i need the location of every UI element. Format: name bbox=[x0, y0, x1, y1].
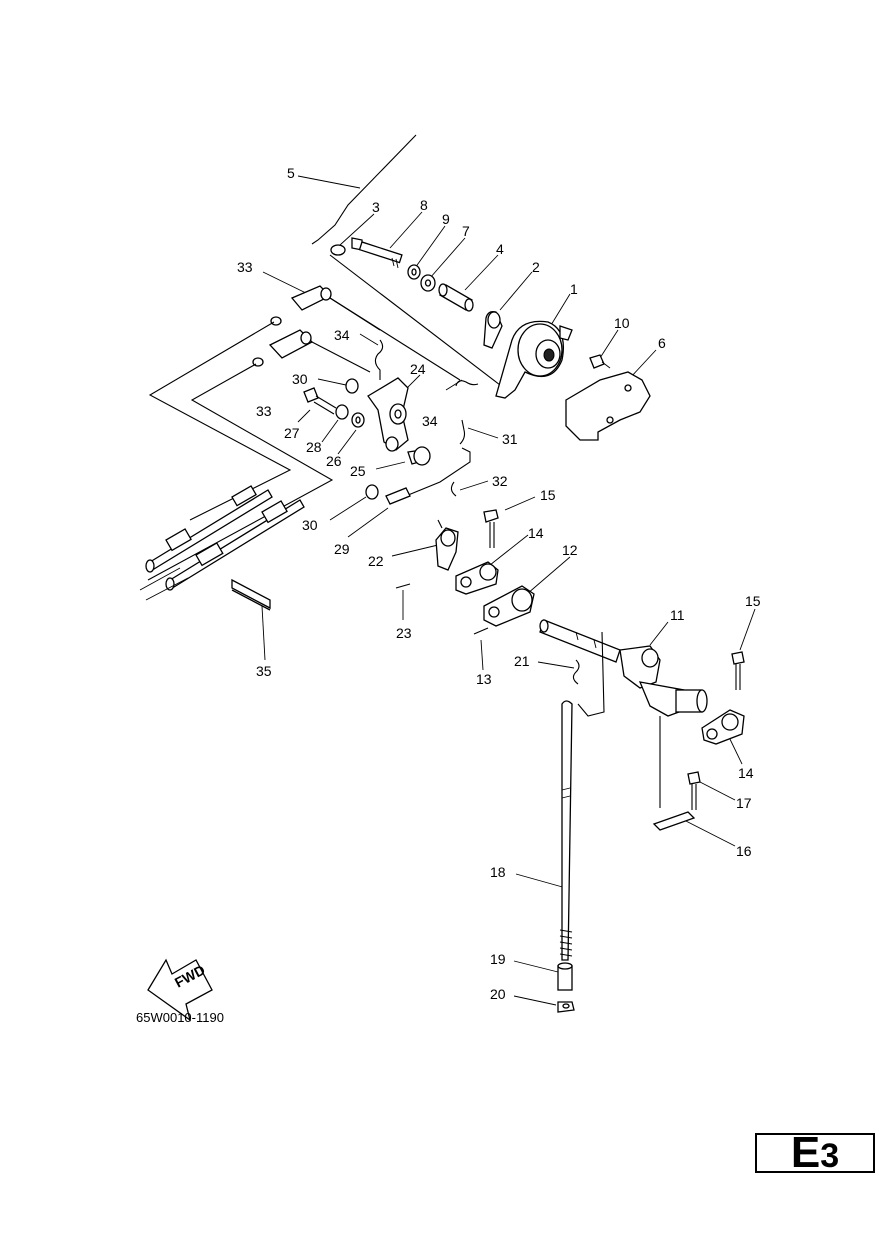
callout-22: 22 bbox=[368, 553, 384, 569]
rod-5 bbox=[311, 134, 417, 245]
callout-35: 35 bbox=[256, 663, 272, 679]
callout-31: 31 bbox=[502, 431, 518, 447]
callout-14a: 14 bbox=[528, 525, 544, 541]
clip-3 bbox=[330, 244, 346, 256]
bracket-6 bbox=[565, 371, 651, 441]
lever-2 bbox=[483, 310, 503, 349]
bracket-lines bbox=[577, 631, 661, 808]
callout-2: 2 bbox=[532, 259, 540, 275]
callout-20: 20 bbox=[490, 986, 506, 1002]
callout-33b: 33 bbox=[256, 403, 272, 419]
callout-10: 10 bbox=[614, 315, 630, 331]
callout-4: 4 bbox=[496, 241, 504, 257]
lever-cam-1 bbox=[495, 320, 573, 399]
callout-9: 9 bbox=[442, 211, 450, 227]
callout-8: 8 bbox=[420, 197, 428, 213]
section-badge: E 3 bbox=[755, 1128, 875, 1177]
callout-17: 17 bbox=[736, 795, 752, 811]
clip-34-upper bbox=[374, 339, 384, 380]
lever-22 bbox=[435, 519, 459, 571]
callout-30b: 30 bbox=[302, 517, 318, 533]
callout-1: 1 bbox=[570, 281, 578, 297]
callout-29: 29 bbox=[334, 541, 350, 557]
shift-rod-18 bbox=[559, 700, 573, 961]
drawing-code: 65W0010-1190 bbox=[136, 1010, 224, 1025]
bolt-10 bbox=[589, 354, 611, 369]
remote-control-cables bbox=[139, 321, 334, 601]
link-lever-24 bbox=[367, 377, 409, 452]
section-letter: E bbox=[790, 1128, 821, 1177]
clip-31 bbox=[459, 419, 466, 445]
shift-rod-crank bbox=[395, 447, 471, 501]
pin-23 bbox=[395, 583, 411, 589]
callout-19: 19 bbox=[490, 951, 506, 967]
plate-16 bbox=[652, 811, 696, 831]
holder-14-lower bbox=[701, 709, 745, 745]
callout-13: 13 bbox=[476, 671, 492, 687]
callout-26: 26 bbox=[326, 453, 342, 469]
callout-18: 18 bbox=[490, 864, 506, 880]
pin-25 bbox=[407, 446, 431, 466]
callout-16: 16 bbox=[736, 843, 752, 859]
leader-lines bbox=[261, 175, 756, 1006]
callout-28: 28 bbox=[306, 439, 322, 455]
callout-labels: 1 2 3 4 5 6 7 8 9 10 11 12 13 14 14 15 1… bbox=[237, 165, 761, 1002]
label-35 bbox=[231, 578, 271, 611]
callout-21: 21 bbox=[514, 653, 530, 669]
shift-lever-assembly bbox=[311, 134, 651, 441]
clip-32 bbox=[450, 481, 457, 497]
callout-15b: 15 bbox=[745, 593, 761, 609]
callout-25: 25 bbox=[350, 463, 366, 479]
callout-23: 23 bbox=[396, 625, 412, 641]
cable-joint-33-lower bbox=[252, 329, 371, 373]
callout-14b: 14 bbox=[738, 765, 754, 781]
callout-24: 24 bbox=[410, 361, 426, 377]
callout-27: 27 bbox=[284, 425, 300, 441]
holder-14-upper bbox=[455, 561, 499, 595]
washer-28 bbox=[335, 404, 349, 420]
callout-32: 32 bbox=[492, 473, 508, 489]
callout-6: 6 bbox=[658, 335, 666, 351]
bolt-27 bbox=[303, 387, 337, 415]
callout-15a: 15 bbox=[540, 487, 556, 503]
callout-12: 12 bbox=[562, 542, 578, 558]
bolt-17 bbox=[687, 771, 701, 810]
pin-13 bbox=[473, 627, 489, 635]
clip-21 bbox=[572, 659, 580, 685]
clip-34-lower bbox=[455, 380, 479, 387]
callout-3: 3 bbox=[372, 199, 380, 215]
callout-30a: 30 bbox=[292, 371, 308, 387]
bolt-15-lower bbox=[731, 651, 745, 690]
bolt-15-upper bbox=[483, 509, 499, 548]
lever-12 bbox=[483, 585, 535, 627]
washer-30-upper bbox=[345, 378, 359, 394]
washer-30-lower bbox=[365, 484, 379, 500]
shift-shaft-11 bbox=[539, 619, 708, 717]
callout-11: 11 bbox=[670, 607, 685, 623]
callout-5: 5 bbox=[287, 165, 295, 181]
callout-34b: 34 bbox=[422, 413, 438, 429]
callout-33a: 33 bbox=[237, 259, 253, 275]
nut-20 bbox=[557, 1001, 575, 1013]
link-29 bbox=[385, 487, 411, 505]
bolt-8 bbox=[351, 237, 403, 269]
collar-4 bbox=[438, 283, 474, 312]
callout-34a: 34 bbox=[334, 327, 350, 343]
callout-7: 7 bbox=[462, 223, 470, 239]
section-number: 3 bbox=[820, 1137, 840, 1175]
washer-26 bbox=[351, 412, 365, 428]
nut-19 bbox=[557, 962, 573, 991]
cable-joint-33-upper bbox=[270, 285, 461, 381]
